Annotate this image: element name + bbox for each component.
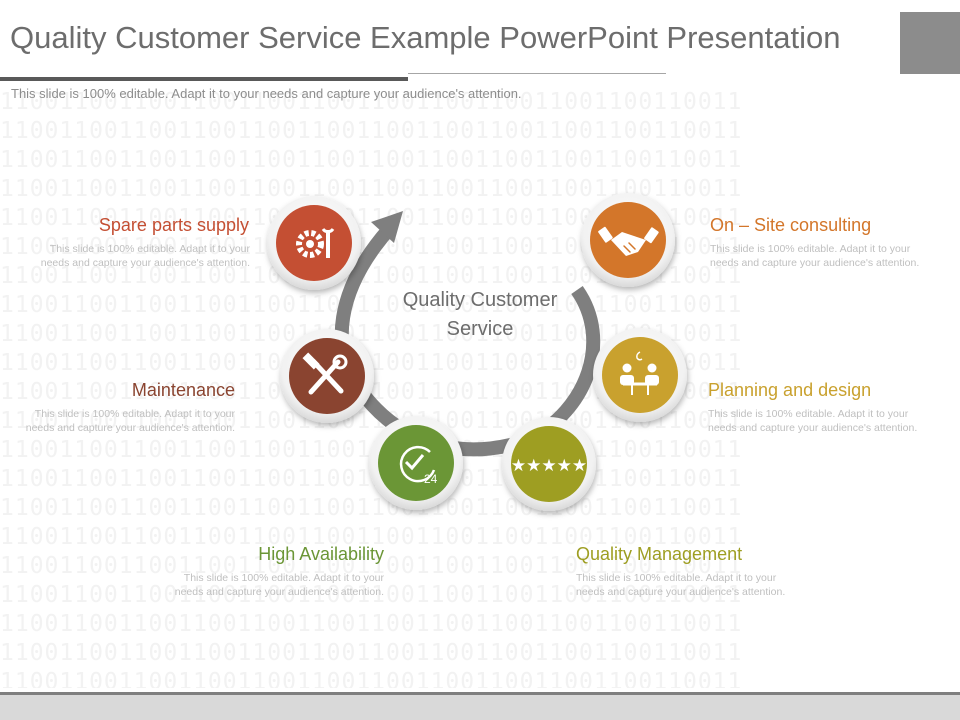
svg-text:24: 24 <box>424 472 438 486</box>
node-planning-design <box>593 328 687 422</box>
title-rule-dark <box>0 77 408 81</box>
title-rule-light <box>408 73 666 74</box>
node-quality-management: ★★★★★ <box>502 417 596 511</box>
cycle-arrow-head <box>371 211 403 243</box>
clock-24-icon: 24 <box>399 445 438 486</box>
node-maintenance <box>280 329 374 423</box>
node-fill <box>511 426 587 502</box>
meeting-table-icon <box>620 351 659 395</box>
gear-wrench-icon <box>296 227 335 258</box>
desc-high-availability: This slide is 100% editable. Adapt it to… <box>174 572 384 598</box>
desc-on-site-consulting: This slide is 100% editable. Adapt it to… <box>710 243 920 269</box>
node-fill <box>602 337 678 413</box>
node-high-availability: 24 <box>369 416 463 510</box>
label-planning-design: Planning and design <box>708 380 872 400</box>
label-spare-parts: Spare parts supply <box>98 215 249 235</box>
slide-title: Quality Customer Service Example PowerPo… <box>10 20 841 55</box>
desc-quality-management: This slide is 100% editable. Adapt it to… <box>576 572 786 598</box>
node-fill <box>276 205 352 281</box>
label-quality-management: Quality Management <box>576 544 743 564</box>
node-on-site-consulting <box>581 193 675 287</box>
node-spare-parts <box>267 196 361 290</box>
label-high-availability: High Availability <box>258 544 384 564</box>
desc-planning-design: This slide is 100% editable. Adapt it to… <box>708 408 918 434</box>
hammer-wrench-icon <box>302 352 348 395</box>
desc-maintenance: This slide is 100% editable. Adapt it to… <box>25 408 235 434</box>
corner-block <box>900 12 960 74</box>
label-on-site-consulting: On – Site consulting <box>710 215 872 235</box>
desc-spare-parts: This slide is 100% editable. Adapt it to… <box>40 243 250 269</box>
handshake-icon <box>598 226 659 256</box>
five-stars-icon: ★★★★★ <box>511 456 587 476</box>
footer-bar <box>0 692 960 720</box>
slide-subtitle: This slide is 100% editable. Adapt it to… <box>11 86 522 101</box>
label-maintenance: Maintenance <box>131 380 235 400</box>
center-label: Quality Customer Service <box>402 289 558 340</box>
